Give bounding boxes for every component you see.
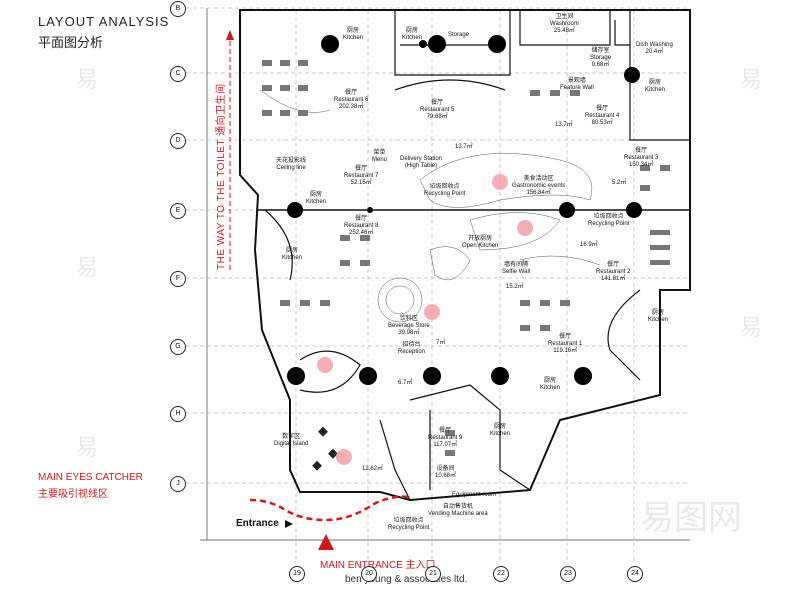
watermark: 易	[740, 67, 763, 92]
axis-col-marker: 19	[289, 566, 305, 582]
axis-row-marker: E	[170, 203, 186, 219]
room-label: 13.7㎡	[555, 122, 573, 128]
axis-col-marker: 22	[493, 566, 509, 582]
axis-row-marker: C	[170, 66, 186, 82]
axis-row-marker: D	[170, 133, 186, 149]
toilet-direction-label: THE WAY TO THE TOILET 通向卫生间	[216, 83, 227, 270]
axis-col-marker: 23	[560, 566, 576, 582]
axis-row-marker: G	[170, 339, 186, 355]
axis-row-marker: F	[170, 271, 186, 287]
room-label: 15.2㎡	[506, 284, 524, 290]
room-label: 5.2㎡	[612, 180, 627, 186]
room-label: Storage	[448, 32, 470, 38]
page-subtitle: 平面图分析	[38, 35, 104, 50]
room-label: 12.62㎡	[362, 466, 384, 472]
entrance-label: Entrance	[236, 518, 279, 529]
axis-col-marker: 24	[627, 566, 643, 582]
watermark: 易图网	[640, 499, 742, 537]
credit-text: ben yeung & associates ltd.	[345, 574, 468, 585]
axis-row-marker: J	[170, 476, 186, 492]
main-entrance-label: MAIN ENTRANCE 主入口	[320, 560, 436, 571]
eyes-catcher-label-cn: 主要吸引视线区	[38, 489, 108, 500]
eyes-catcher-label: MAIN EYES CATCHER	[38, 472, 143, 483]
room-label: 6.7㎡	[398, 380, 413, 386]
page-title: LAYOUT ANALYSIS	[38, 14, 170, 29]
watermark: 易	[76, 255, 99, 280]
room-label: 16.9㎡	[580, 242, 598, 248]
watermark: 易	[76, 435, 99, 460]
room-label: 13.7㎡	[455, 144, 473, 150]
watermark: 易	[76, 67, 99, 92]
room-label: 7㎡	[436, 340, 446, 346]
axis-col-marker: 20	[361, 566, 377, 582]
room-label: Delivery Station(High Table)	[400, 156, 443, 169]
axis-col-marker: 21	[425, 566, 441, 582]
room-label: Equipment room	[452, 492, 497, 498]
watermark: 易	[740, 315, 763, 340]
axis-row-marker: B	[170, 1, 186, 17]
axis-row-marker: H	[170, 406, 186, 422]
